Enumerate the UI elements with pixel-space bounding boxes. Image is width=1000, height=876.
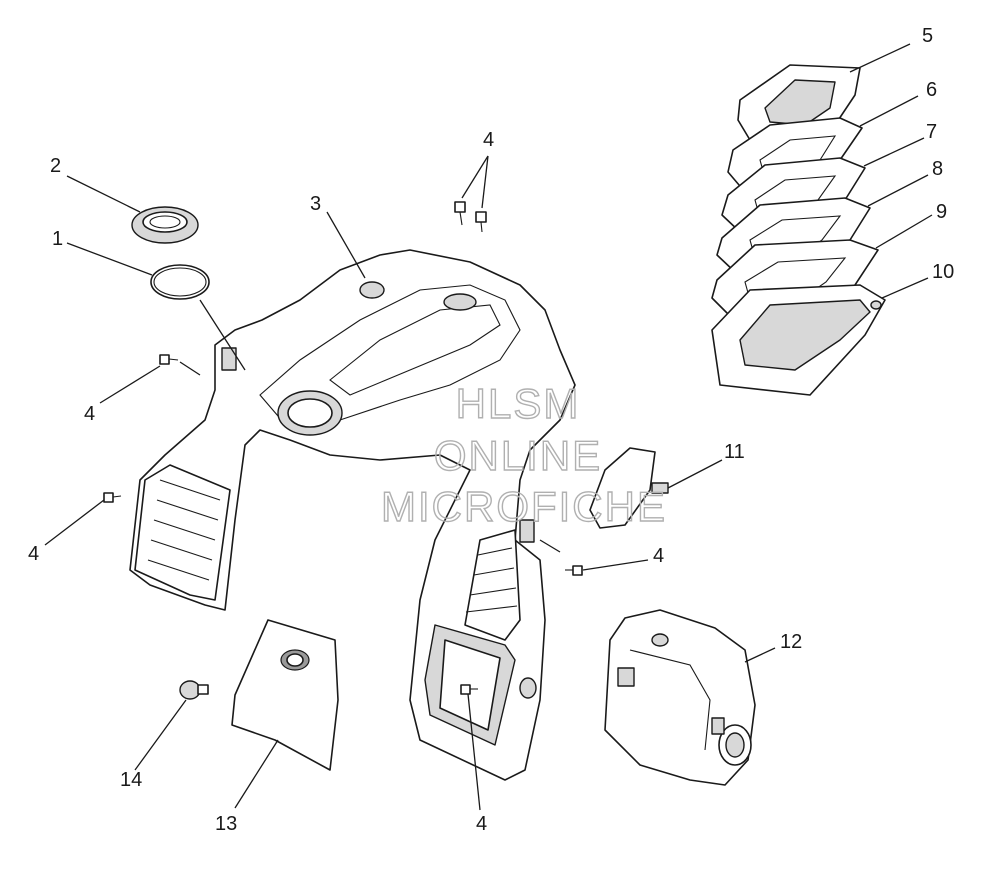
callout-labels: 1 2 3 4 4 4 4 4 5 6 7 8 9 10 11 12 13 14 bbox=[28, 25, 954, 835]
callout-12: 12 bbox=[780, 631, 802, 653]
watermark-line-1: HLSM bbox=[456, 380, 581, 427]
watermark-line-2: ONLINE bbox=[434, 432, 602, 479]
part-10-filter-frame bbox=[711, 284, 886, 396]
part-3-main-housing bbox=[129, 249, 576, 781]
callout-14: 14 bbox=[120, 769, 142, 791]
part-13-panel bbox=[231, 619, 339, 771]
callout-4-left-lower: 4 bbox=[28, 543, 39, 565]
callout-2: 2 bbox=[50, 155, 61, 177]
screw-top-b bbox=[475, 211, 487, 233]
screw-left-upper bbox=[159, 354, 179, 365]
part-14-knob bbox=[179, 680, 209, 700]
callout-4-top: 4 bbox=[483, 129, 494, 151]
callout-10: 10 bbox=[932, 261, 954, 283]
watermark-line-3: MICROFICHE bbox=[381, 483, 667, 530]
callout-5: 5 bbox=[922, 25, 933, 47]
screw-left-lower bbox=[103, 492, 122, 503]
callout-6: 6 bbox=[926, 79, 937, 101]
callout-8: 8 bbox=[932, 158, 943, 180]
callout-11: 11 bbox=[724, 441, 745, 463]
screw-top-a bbox=[454, 201, 466, 226]
callout-3: 3 bbox=[310, 193, 321, 215]
watermark: HLSM ONLINE MICROFICHE bbox=[380, 379, 667, 530]
part-1-o-ring bbox=[150, 264, 210, 300]
callout-1: 1 bbox=[52, 228, 63, 250]
callout-4-right: 4 bbox=[653, 545, 664, 567]
part-2-bearing-ring bbox=[131, 206, 199, 244]
callout-4-left-upper: 4 bbox=[84, 403, 95, 425]
screw-fasteners bbox=[103, 201, 583, 695]
callout-13: 13 bbox=[215, 813, 237, 835]
callout-7: 7 bbox=[926, 121, 937, 143]
part-12-air-box bbox=[604, 609, 756, 786]
part-11-cap bbox=[589, 447, 669, 529]
leader-lines bbox=[44, 43, 933, 811]
callout-9: 9 bbox=[936, 201, 947, 223]
screw-right bbox=[565, 565, 583, 576]
screw-bottom bbox=[460, 684, 478, 695]
callout-4-bottom: 4 bbox=[476, 813, 487, 835]
